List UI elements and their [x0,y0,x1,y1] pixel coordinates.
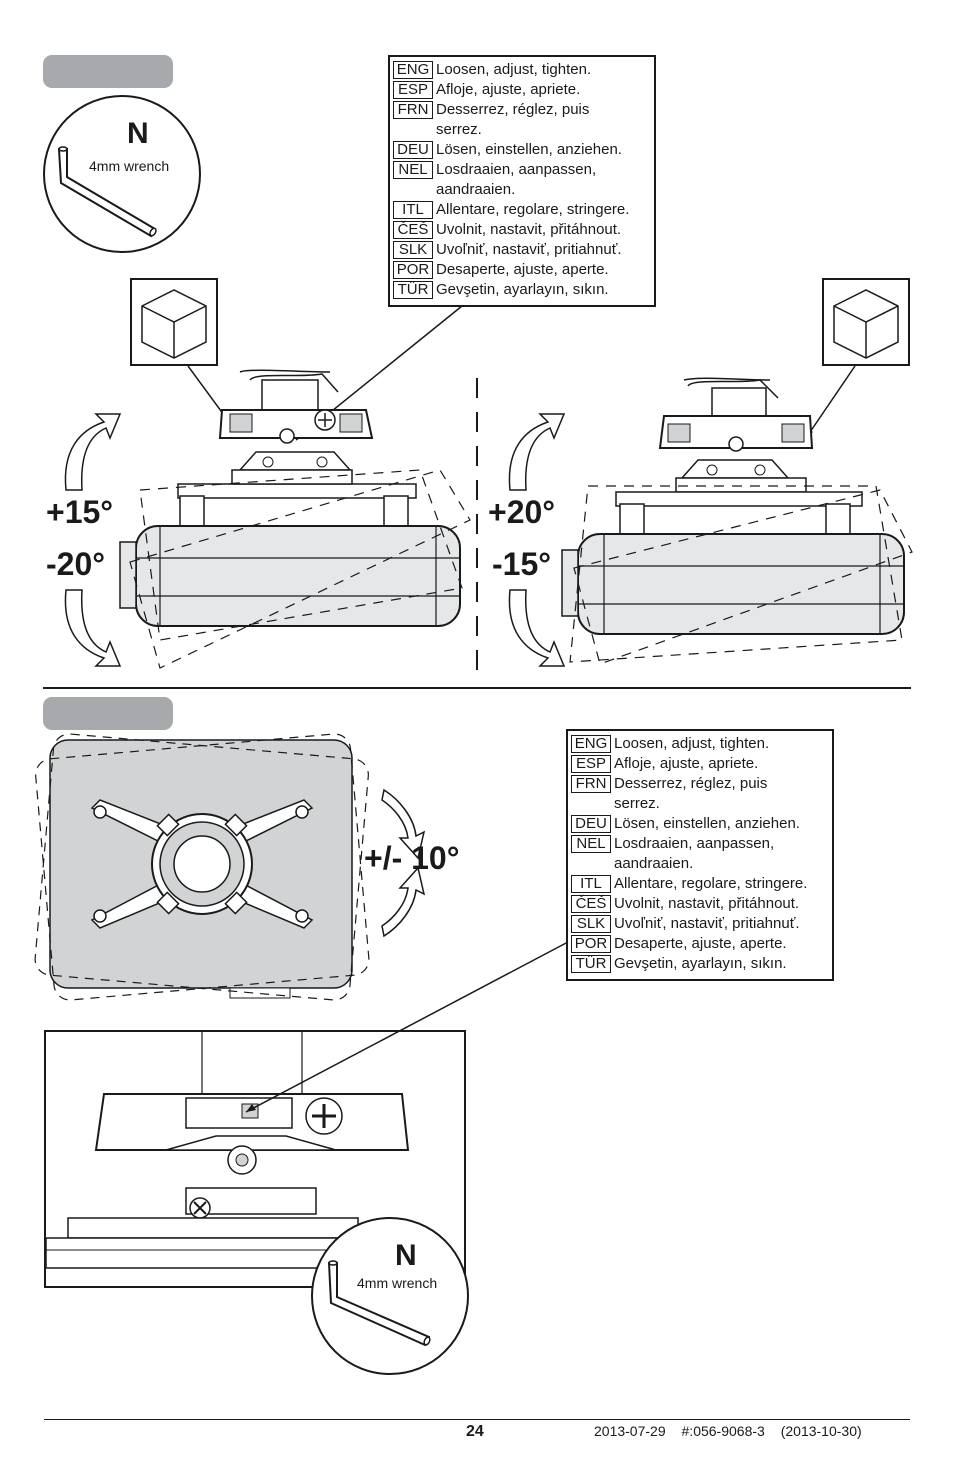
instruction-text: Uvolnit, nastavit, přitáhnout. [614,895,800,912]
tilt-up-angle-left: +15° [46,494,114,530]
step-2-header-pill [43,697,173,730]
bracket-detail-drawing [46,1032,410,1269]
language-code: DEU [393,141,433,159]
instruction-text: Afloje, ajuste, apriete. [436,81,581,98]
hex-wrench-icon [327,1260,431,1347]
language-code: NEL [393,161,433,179]
instruction-text: Desserrez, réglez, puis serrez. [436,101,590,138]
instruction-text: Losdraaien, aanpassen, aandraaien. [614,835,775,872]
leader-line [245,941,569,1113]
language-code: ITL [393,201,433,219]
language-code: ITL [571,875,611,893]
instruction-text: Uvoľniť, nastaviť, pritiahnuť. [436,241,622,258]
cube-callout-box-right [822,278,910,366]
language-code: NEL [571,835,611,853]
wrench-callout-circle: N 4mm wrench [311,1217,469,1375]
instruction-text: Gevşetin, ayarlayın, sıkın. [614,955,787,972]
instruction-text: Lösen, einstellen, anziehen. [436,141,622,158]
language-code: TÜR [393,281,433,299]
instruction-text: Gevşetin, ayarlayın, sıkın. [436,281,609,298]
instruction-text: Uvoľniť, nastaviť, pritiahnuť. [614,915,800,932]
footer-revision: (2013-10-30) [780,1423,862,1439]
instruction-text: Desaperte, ajuste, aperte. [436,261,609,278]
language-code: ENG [393,61,433,79]
hex-wrench-icon [57,146,157,238]
language-code: ENG [571,735,611,753]
language-code: TÜR [571,955,611,973]
instruction-text: Desserrez, réglez, puis serrez. [614,775,768,812]
footer-doc-info: 2013-07-29 #:056-9068-3 (2013-10-30) [594,1423,862,1439]
page-number: 24 [466,1423,484,1440]
tilt-up-angle-right: +20° [488,494,556,530]
instruction-text: Allentare, regolare, stringere. [614,875,808,892]
language-code: ČEŠ [571,895,611,913]
tilt-down-angle-left: -20° [46,546,106,582]
language-code: FRN [393,101,433,119]
language-code: DEU [571,815,611,833]
section-divider [43,687,911,689]
step-1-header-pill [43,55,173,88]
wrench-label: 4mm wrench [357,1275,438,1291]
instruction-text: Allentare, regolare, stringere. [436,201,630,218]
tilt-down-angle-right: -15° [492,546,552,582]
footer-date: 2013-07-29 [594,1423,666,1439]
language-code: ČEŠ [393,221,433,239]
footer-rule [44,1419,910,1420]
instruction-text: Afloje, ajuste, apriete. [614,755,759,772]
cube-callout-box-left [130,278,218,366]
instruction-text: Loosen, adjust, tighten. [436,61,592,78]
projector-left [64,369,471,669]
instruction-text: Loosen, adjust, tighten. [614,735,770,752]
wrench-letter: N [395,1239,417,1272]
projector-right [508,377,913,667]
rotation-angle: +/- 10° [364,840,460,876]
tilt-illustration [64,365,913,670]
language-code: ESP [571,755,611,773]
instruction-text: Lösen, einstellen, anziehen. [614,815,800,832]
language-code: SLK [393,241,433,259]
instruction-text: Uvolnit, nastavit, přitáhnout. [436,221,622,238]
language-code: ESP [393,81,433,99]
rotation-illustration [34,733,426,1001]
language-code: FRN [571,775,611,793]
wrench-letter: N [127,117,149,150]
instruction-text: Losdraaien, aanpassen, aandraaien. [436,161,597,198]
language-code: POR [571,935,611,953]
wrench-label: 4mm wrench [89,158,170,174]
instruction-text: Desaperte, ajuste, aperte. [614,935,787,952]
wrench-callout-circle: N 4mm wrench [43,95,201,253]
cube-icon [141,289,207,359]
language-code: SLK [571,915,611,933]
cube-icon [833,289,899,359]
language-code: POR [393,261,433,279]
footer-doc-number: #:056-9068-3 [681,1423,765,1439]
